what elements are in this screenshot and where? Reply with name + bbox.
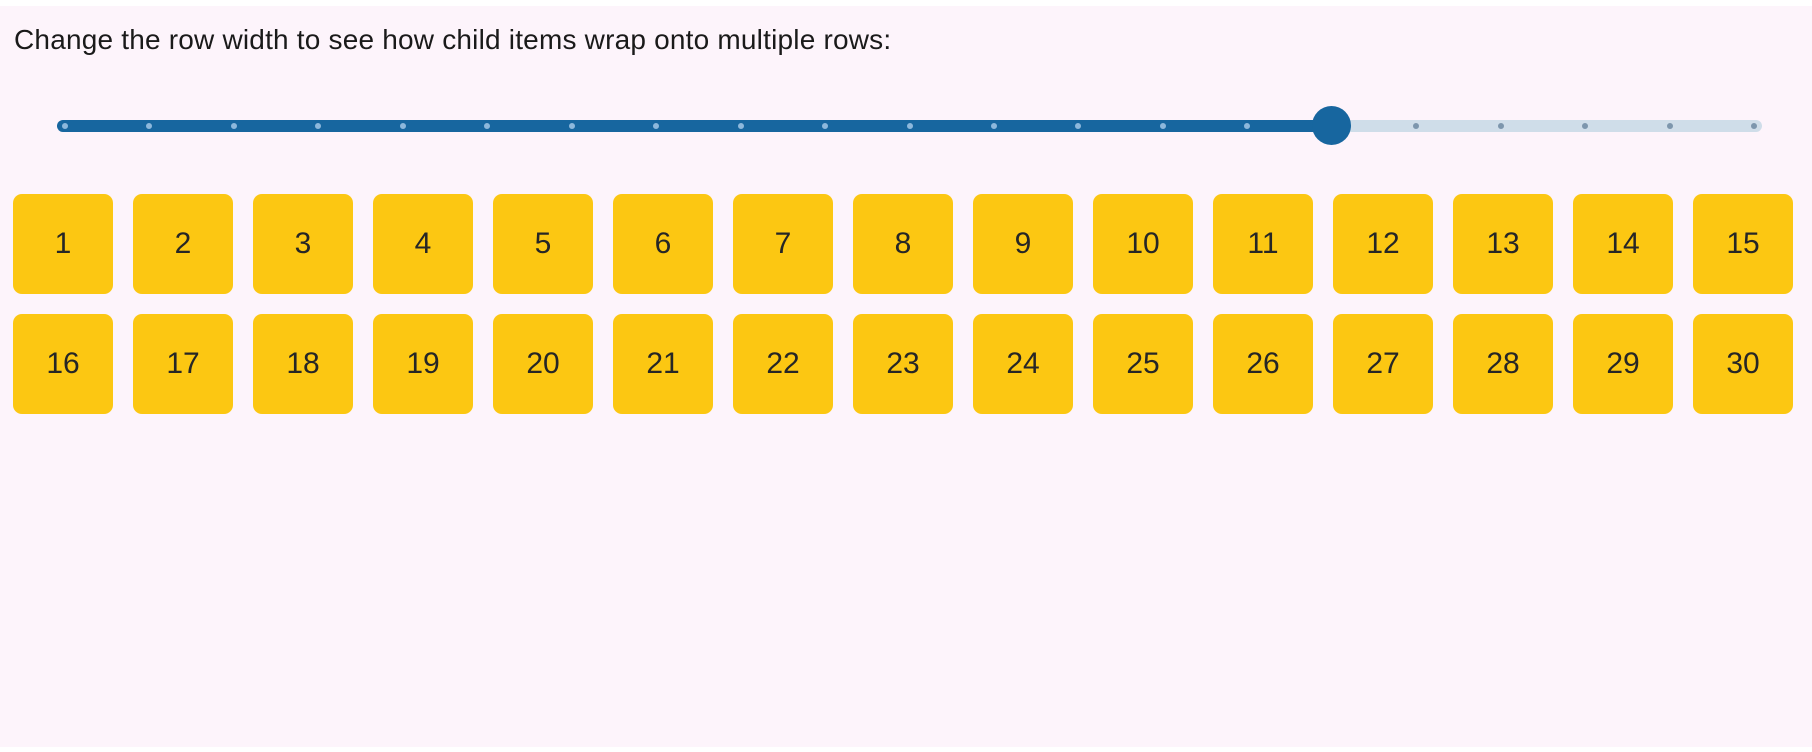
- slider-tick: [1751, 123, 1757, 129]
- grid-item: 12: [1333, 194, 1433, 294]
- grid-item: 3: [253, 194, 353, 294]
- slider-tick: [990, 123, 997, 129]
- slider-tick: [906, 123, 913, 129]
- grid-item: 14: [1573, 194, 1673, 294]
- slider-tick: [1666, 123, 1673, 129]
- slider-tick: [822, 123, 829, 129]
- slider-thumb[interactable]: [1312, 106, 1352, 145]
- grid-item: 5: [493, 194, 593, 294]
- grid-item: 17: [133, 314, 233, 414]
- grid-item: 30: [1693, 314, 1793, 414]
- grid-item: 1: [13, 194, 113, 294]
- slider-tick: [1497, 123, 1504, 129]
- grid-item: 28: [1453, 314, 1553, 414]
- slider-tick: [146, 123, 153, 129]
- grid-item: 18: [253, 314, 353, 414]
- slider-tick: [62, 123, 68, 129]
- grid-item: 11: [1213, 194, 1313, 294]
- grid-item: 24: [973, 314, 1073, 414]
- grid-item: 20: [493, 314, 593, 414]
- slider-tick: [399, 123, 406, 129]
- slider-tick: [315, 123, 322, 129]
- grid-item: 6: [613, 194, 713, 294]
- grid-item: 27: [1333, 314, 1433, 414]
- grid-item: 22: [733, 314, 833, 414]
- slider-tick: [484, 123, 491, 129]
- top-edge-strip: [0, 0, 1812, 6]
- grid-item: 25: [1093, 314, 1193, 414]
- grid-item: 10: [1093, 194, 1193, 294]
- grid-item: 8: [853, 194, 953, 294]
- grid-item: 23: [853, 314, 953, 414]
- grid-item: 4: [373, 194, 473, 294]
- grid-item: 29: [1573, 314, 1673, 414]
- grid-item: 7: [733, 194, 833, 294]
- grid-item: 19: [373, 314, 473, 414]
- slider-tick: [1413, 123, 1420, 129]
- page-instruction: Change the row width to see how child it…: [14, 24, 892, 55]
- slider-tick: [737, 123, 744, 129]
- bottom-edge-strip: [0, 747, 1812, 752]
- grid-item: 26: [1213, 314, 1313, 414]
- slider-tick: [1159, 123, 1166, 129]
- grid-item: 2: [133, 194, 233, 294]
- slider-tick: [1582, 123, 1589, 129]
- grid-item: 9: [973, 194, 1073, 294]
- slider-tick: [1244, 123, 1251, 129]
- grid-item: 16: [13, 314, 113, 414]
- grid-item: 13: [1453, 194, 1553, 294]
- slider-tick: [653, 123, 660, 129]
- slider-tick: [230, 123, 237, 129]
- grid-item: 21: [613, 314, 713, 414]
- slider-track-fill[interactable]: [57, 120, 1332, 132]
- slider-tick: [1075, 123, 1082, 129]
- grid-item: 15: [1693, 194, 1793, 294]
- slider-tick: [568, 123, 575, 129]
- row-width-slider[interactable]: [57, 106, 1762, 146]
